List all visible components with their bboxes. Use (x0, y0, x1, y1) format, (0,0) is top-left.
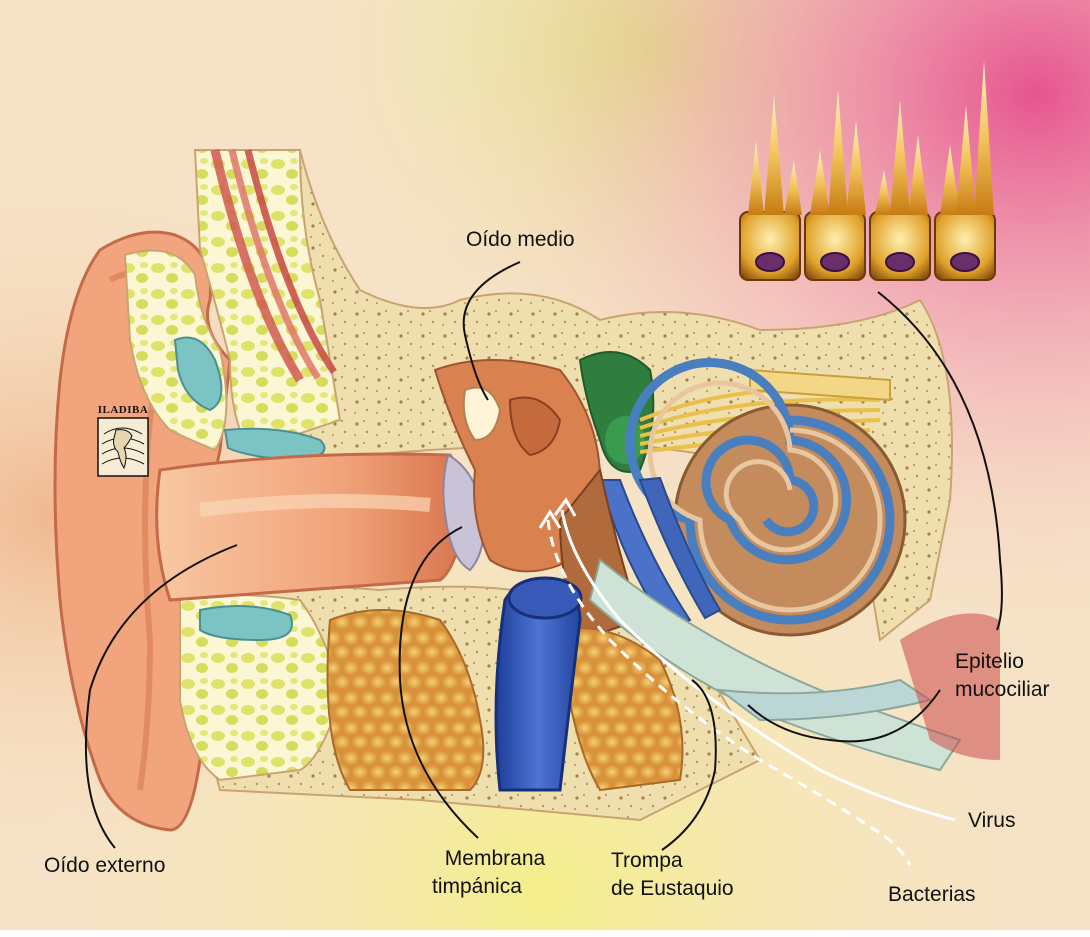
label-bacterias: Bacterias (888, 882, 976, 908)
ear-canal (157, 454, 466, 600)
label-membrana-line1: Membrana (430, 846, 560, 872)
label-virus: Virus (968, 808, 1015, 834)
label-epitelio-line1: Epitelio (955, 649, 1024, 675)
label-oido-externo: Oído externo (44, 853, 165, 879)
label-epitelio-line2: mucociliar (955, 677, 1050, 703)
label-membrana-line2: timpánica (432, 874, 522, 900)
globe-icon (94, 404, 152, 480)
label-trompa-line2: de Eustaquio (611, 876, 734, 902)
iladiba-logo: ILADIBA (94, 404, 152, 480)
label-oido-medio: Oído medio (466, 227, 575, 253)
label-trompa-line1: Trompa (611, 848, 683, 874)
